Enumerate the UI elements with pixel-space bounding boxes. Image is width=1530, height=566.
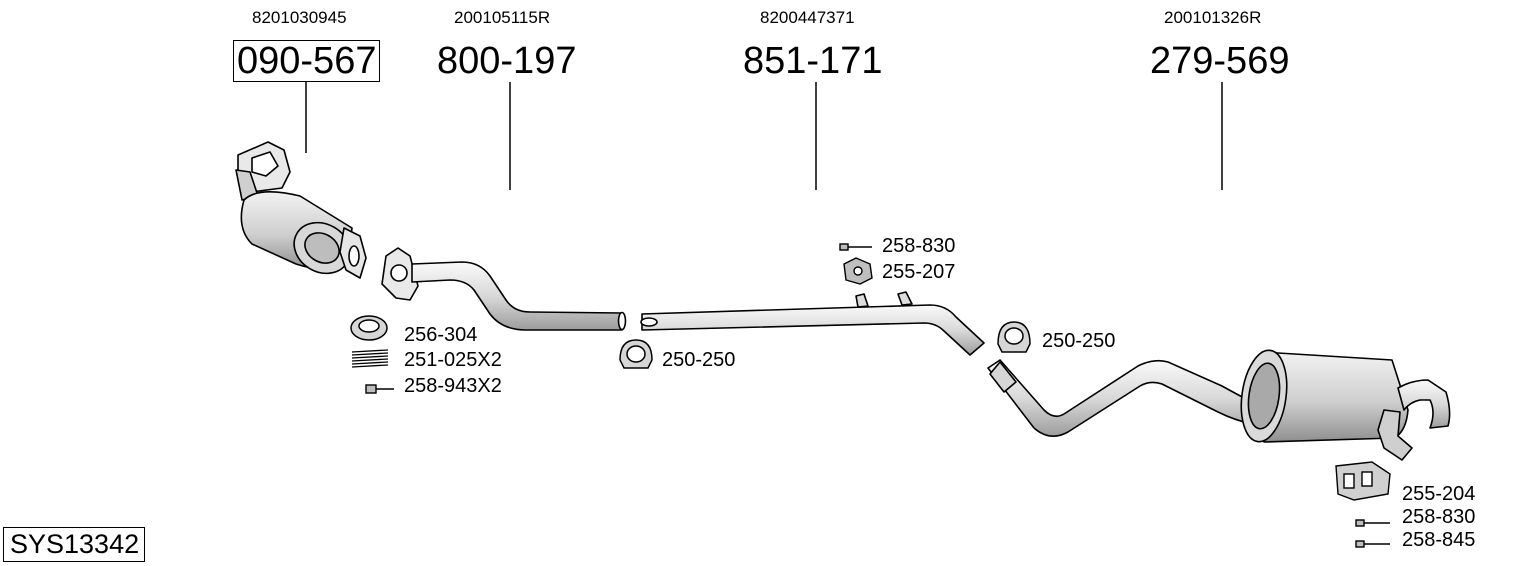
accessory-label[interactable]: 258-943X2 [404, 375, 502, 397]
gasket-icon-256-304[interactable] [350, 315, 388, 341]
part-number-label[interactable]: 851-171 [743, 40, 883, 82]
part-number-box[interactable]: 090-567 [233, 40, 381, 82]
accessory-label[interactable]: 250-250 [662, 349, 736, 371]
accessory-label[interactable]: 255-207 [882, 261, 956, 283]
clamp-icon-250-250-rear[interactable] [997, 321, 1031, 353]
accessory-label[interactable]: 255-204 [1402, 483, 1476, 505]
oe-number-label: 200101326R [1164, 8, 1262, 27]
clamp-icon-250-250-front[interactable] [619, 339, 653, 369]
bolt-icon-258-845[interactable] [1355, 540, 1390, 548]
accessory-label[interactable]: 251-025X2 [404, 349, 502, 371]
oe-number-label: 8200447371 [760, 8, 855, 27]
part-number-label[interactable]: 279-569 [1150, 40, 1290, 82]
leader-lines [305, 82, 1223, 190]
bolt-icon-258-830-rear[interactable] [1355, 519, 1390, 527]
bolt-icon-258-943X2[interactable] [365, 384, 394, 394]
accessory-label[interactable]: 258-830 [882, 235, 956, 257]
oe-number-label: 8201030945 [252, 8, 347, 27]
center-pipe-part[interactable] [640, 291, 985, 356]
hanger-icon-255-207[interactable] [843, 257, 873, 285]
catalytic-converter-part[interactable] [235, 141, 367, 283]
front-pipe-part[interactable] [381, 247, 627, 331]
oe-number-label: 200105115R [454, 8, 551, 27]
part-number-label[interactable]: 800-197 [437, 40, 577, 82]
bracket-icon-255-204[interactable] [1335, 461, 1391, 501]
system-code-box: SYS13342 [3, 527, 146, 562]
rear-silencer-part[interactable] [987, 347, 1451, 461]
accessory-label[interactable]: 258-845 [1402, 529, 1476, 551]
accessory-label[interactable]: 258-830 [1402, 506, 1476, 528]
accessory-label[interactable]: 256-304 [404, 324, 478, 346]
bolt-icon-258-830-upper[interactable] [839, 243, 872, 251]
accessory-label[interactable]: 250-250 [1042, 330, 1116, 352]
spring-icon-251-025X2[interactable] [351, 349, 389, 368]
